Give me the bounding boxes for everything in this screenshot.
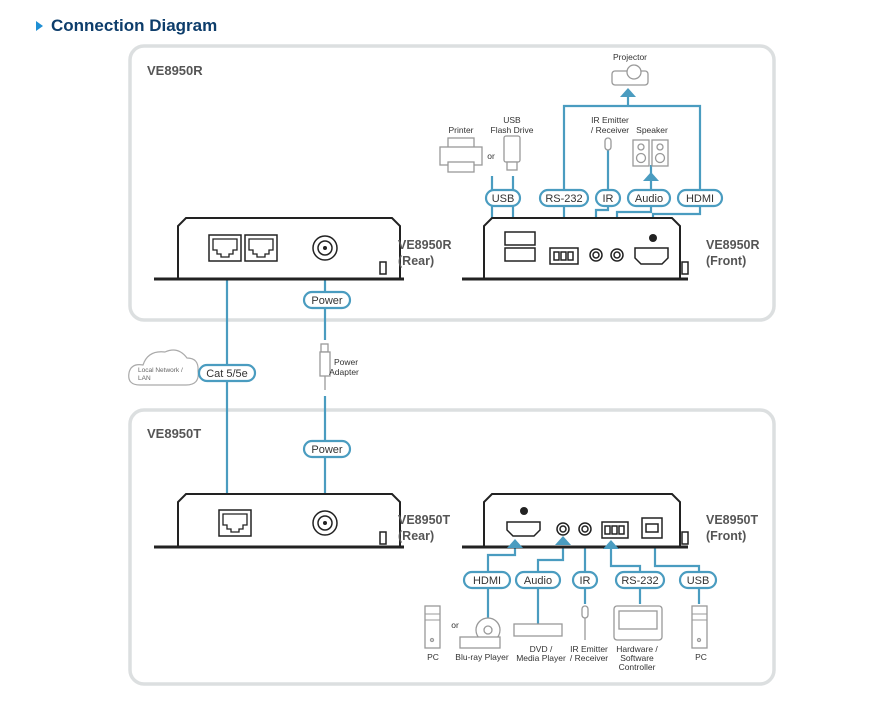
svg-text:/ Receiver: / Receiver [591, 125, 629, 135]
audio-pill: Audio [635, 193, 663, 205]
usb-pill: USB [687, 575, 710, 587]
section-title-text: Connection Diagram [51, 16, 218, 35]
ir-pill: IR [580, 575, 591, 587]
cat5-pill: Cat 5/5e [206, 368, 248, 380]
receiver-front-device [462, 217, 689, 281]
speaker-icon [632, 139, 669, 167]
svg-text:Media Player: Media Player [516, 653, 566, 663]
projector-label: Projector [613, 52, 647, 62]
receiver-connector-pills: USB RS-232 IR Audio HDMI Power [302, 188, 724, 310]
receiver-rear-label: VE8950R [398, 238, 452, 252]
receiver-power-pill: Power [311, 295, 343, 307]
rj45-port-icon [218, 509, 252, 537]
transmitter-front-device [462, 493, 689, 549]
controller-label: Hardware / [616, 644, 658, 654]
svg-text:/ Receiver: / Receiver [570, 653, 608, 663]
ir-pill: IR [603, 193, 614, 205]
usb-a-port-icon [504, 231, 536, 246]
ir-emitter-label: IR Emitter [591, 115, 629, 125]
usb-pill: USB [492, 193, 515, 205]
lan-cloud-icon [128, 349, 199, 386]
rj45-port-icon [208, 234, 242, 262]
audio-pill: Audio [524, 575, 552, 587]
section-title: Connection Diagram [36, 16, 217, 36]
rs232-arrow-icon [603, 540, 619, 549]
receiver-model-label: VE8950R [147, 63, 203, 78]
rs232-pill: RS-232 [545, 193, 582, 205]
projector-arrow-icon [620, 88, 636, 97]
dvd-player-icon [513, 623, 563, 637]
power-adapter-label: Power [334, 357, 358, 367]
bluray-label: Blu-ray Player [455, 652, 509, 662]
dvd-label: DVD / [530, 644, 553, 654]
speaker-arrow-icon [643, 172, 659, 181]
transmitter-model-label: VE8950T [147, 426, 201, 441]
svg-text:Flash Drive: Flash Drive [491, 125, 534, 135]
ir-emitter-label: IR Emitter [570, 644, 608, 654]
svg-text:Adapter: Adapter [329, 367, 359, 377]
transmitter-power-pill: Power [311, 444, 343, 456]
transmitter-connector-pills: HDMI Audio IR RS-232 USB [462, 570, 718, 590]
svg-text:(Front): (Front) [706, 254, 746, 268]
pc-tower-icon [424, 605, 441, 649]
ir-emitter-icon [604, 137, 612, 151]
usb-flash-drive-label: USB [503, 115, 521, 125]
svg-text:LAN: LAN [138, 375, 151, 382]
projector-icon [611, 64, 649, 86]
svg-text:or: or [451, 620, 459, 630]
ir-emitter-icon [581, 605, 589, 640]
svg-text:(Front): (Front) [706, 529, 746, 543]
hdmi-port-icon [506, 521, 541, 537]
rj45-port-icon [244, 234, 278, 262]
rs232-pill: RS-232 [621, 575, 658, 587]
audio-arrow-icon [555, 536, 571, 545]
usb-a-port-icon [504, 247, 536, 262]
svg-text:(Rear): (Rear) [398, 254, 434, 268]
hdmi-pill: HDMI [686, 193, 714, 205]
printer-icon [439, 137, 483, 173]
pc-right-label: PC [695, 652, 707, 662]
pc-left-label: PC [427, 652, 439, 662]
pc-tower-icon [691, 605, 708, 649]
printer-label: Printer [448, 125, 473, 135]
svg-text:or: or [487, 151, 495, 161]
bluray-player-icon [459, 617, 501, 649]
hdmi-arrow-icon [507, 539, 523, 548]
speaker-label: Speaker [636, 125, 668, 135]
svg-text:(Rear): (Rear) [398, 529, 434, 543]
transmitter-front-label: VE8950T [706, 513, 758, 527]
usb-flash-drive-icon [503, 135, 521, 171]
receiver-front-label: VE8950R [706, 238, 760, 252]
controller-icon [613, 605, 663, 641]
power-adapter-icon [319, 343, 331, 390]
hdmi-pill: HDMI [473, 575, 501, 587]
svg-text:Controller: Controller [619, 662, 656, 672]
receiver-rear-device [154, 217, 404, 281]
transmitter-rear-label: VE8950T [398, 513, 450, 527]
transmitter-rear-device [154, 493, 404, 549]
lan-label: Local Network / [138, 367, 183, 374]
hdmi-port-icon [634, 247, 669, 265]
triangle-bullet-icon [36, 21, 43, 31]
svg-text:Software: Software [620, 653, 654, 663]
transmitter-panel [128, 408, 776, 686]
